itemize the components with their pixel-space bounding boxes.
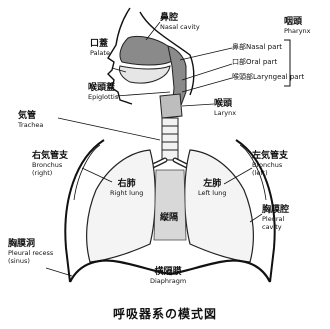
label-pleural-cavity-jp: 胸膜腔 — [262, 206, 289, 215]
label-nasal-cavity-jp: 鼻腔 — [160, 14, 200, 23]
label-right-lung-en: Right lung — [110, 190, 143, 197]
label-nasal-cavity-en: Nasal cavity — [160, 24, 200, 31]
label-epiglottis: 喉頭蓋 Epiglottis — [88, 84, 118, 101]
label-laryngeal-part: 喉頭部Laryngeal part — [232, 74, 304, 81]
label-bronchus-left: 左気管支 Bronchus (left) — [252, 152, 288, 176]
label-right-lung-jp: 右肺 — [110, 180, 143, 189]
label-mediastinum: 縦隔 — [160, 214, 178, 223]
label-mediastinum-jp: 縦隔 — [160, 214, 178, 223]
label-pleural-cavity-en2: cavity — [262, 224, 289, 231]
larynx-shape — [160, 94, 182, 118]
label-nasal-cavity: 鼻腔 Nasal cavity — [160, 14, 200, 31]
palate-shape — [119, 66, 170, 83]
label-bronchus-left-side: (left) — [252, 170, 288, 177]
label-pleural-recess-en2: (sinus) — [8, 258, 53, 265]
trachea-shape — [162, 118, 178, 160]
figure-caption: 呼吸器系の模式図 — [0, 305, 330, 322]
label-oral-part: 口部Oral part — [232, 59, 277, 66]
label-pharynx-en: Pharynx — [284, 28, 311, 35]
label-pleural-cavity-en: Pleural — [262, 216, 289, 223]
label-trachea-en: Trachea — [18, 122, 43, 129]
label-bronchus-left-jp: 左気管支 — [252, 152, 288, 161]
label-trachea-jp: 気管 — [18, 112, 43, 121]
label-pharynx-jp: 咽頭 — [284, 18, 311, 27]
label-bronchus-right-side: (right) — [32, 170, 68, 177]
label-bronchus-right-en: Bronchus — [32, 162, 68, 169]
label-pleural-recess: 胸膜洞 Pleural recess (sinus) — [8, 240, 53, 264]
label-epiglottis-en: Epiglottis — [88, 94, 118, 101]
label-epiglottis-jp: 喉頭蓋 — [88, 84, 118, 93]
label-pharynx: 咽頭 Pharynx — [284, 18, 311, 35]
label-bronchus-left-en: Bronchus — [252, 162, 288, 169]
label-larynx: 喉頭 Larynx — [214, 100, 236, 117]
label-larynx-en: Larynx — [214, 110, 236, 117]
label-left-lung-en: Left lung — [198, 190, 226, 197]
left-lung-shape — [185, 150, 254, 262]
label-right-lung: 右肺 Right lung — [110, 180, 143, 197]
label-palate: 口蓋 Palate — [90, 40, 110, 57]
label-palate-en: Palate — [90, 50, 110, 57]
label-pleural-recess-jp: 胸膜洞 — [8, 240, 53, 249]
label-palate-jp: 口蓋 — [90, 40, 110, 49]
label-trachea: 気管 Trachea — [18, 112, 43, 129]
label-pleural-cavity: 胸膜腔 Pleural cavity — [262, 206, 289, 230]
label-left-lung-jp: 左肺 — [198, 180, 226, 189]
label-bronchus-right-jp: 右気管支 — [32, 152, 68, 161]
mediastinum-shape — [154, 170, 186, 240]
label-diaphragm: 横隔膜 Diaphragm — [150, 268, 186, 285]
label-bronchus-right: 右気管支 Bronchus (right) — [32, 152, 68, 176]
label-left-lung: 左肺 Left lung — [198, 180, 226, 197]
label-pleural-recess-en: Pleural recess — [8, 250, 53, 257]
label-nasal-part: 鼻部Nasal part — [232, 44, 282, 51]
label-diaphragm-jp: 横隔膜 — [150, 268, 186, 277]
label-diaphragm-en: Diaphragm — [150, 278, 186, 285]
right-lung-shape — [87, 150, 156, 262]
label-larynx-jp: 喉頭 — [214, 100, 236, 109]
